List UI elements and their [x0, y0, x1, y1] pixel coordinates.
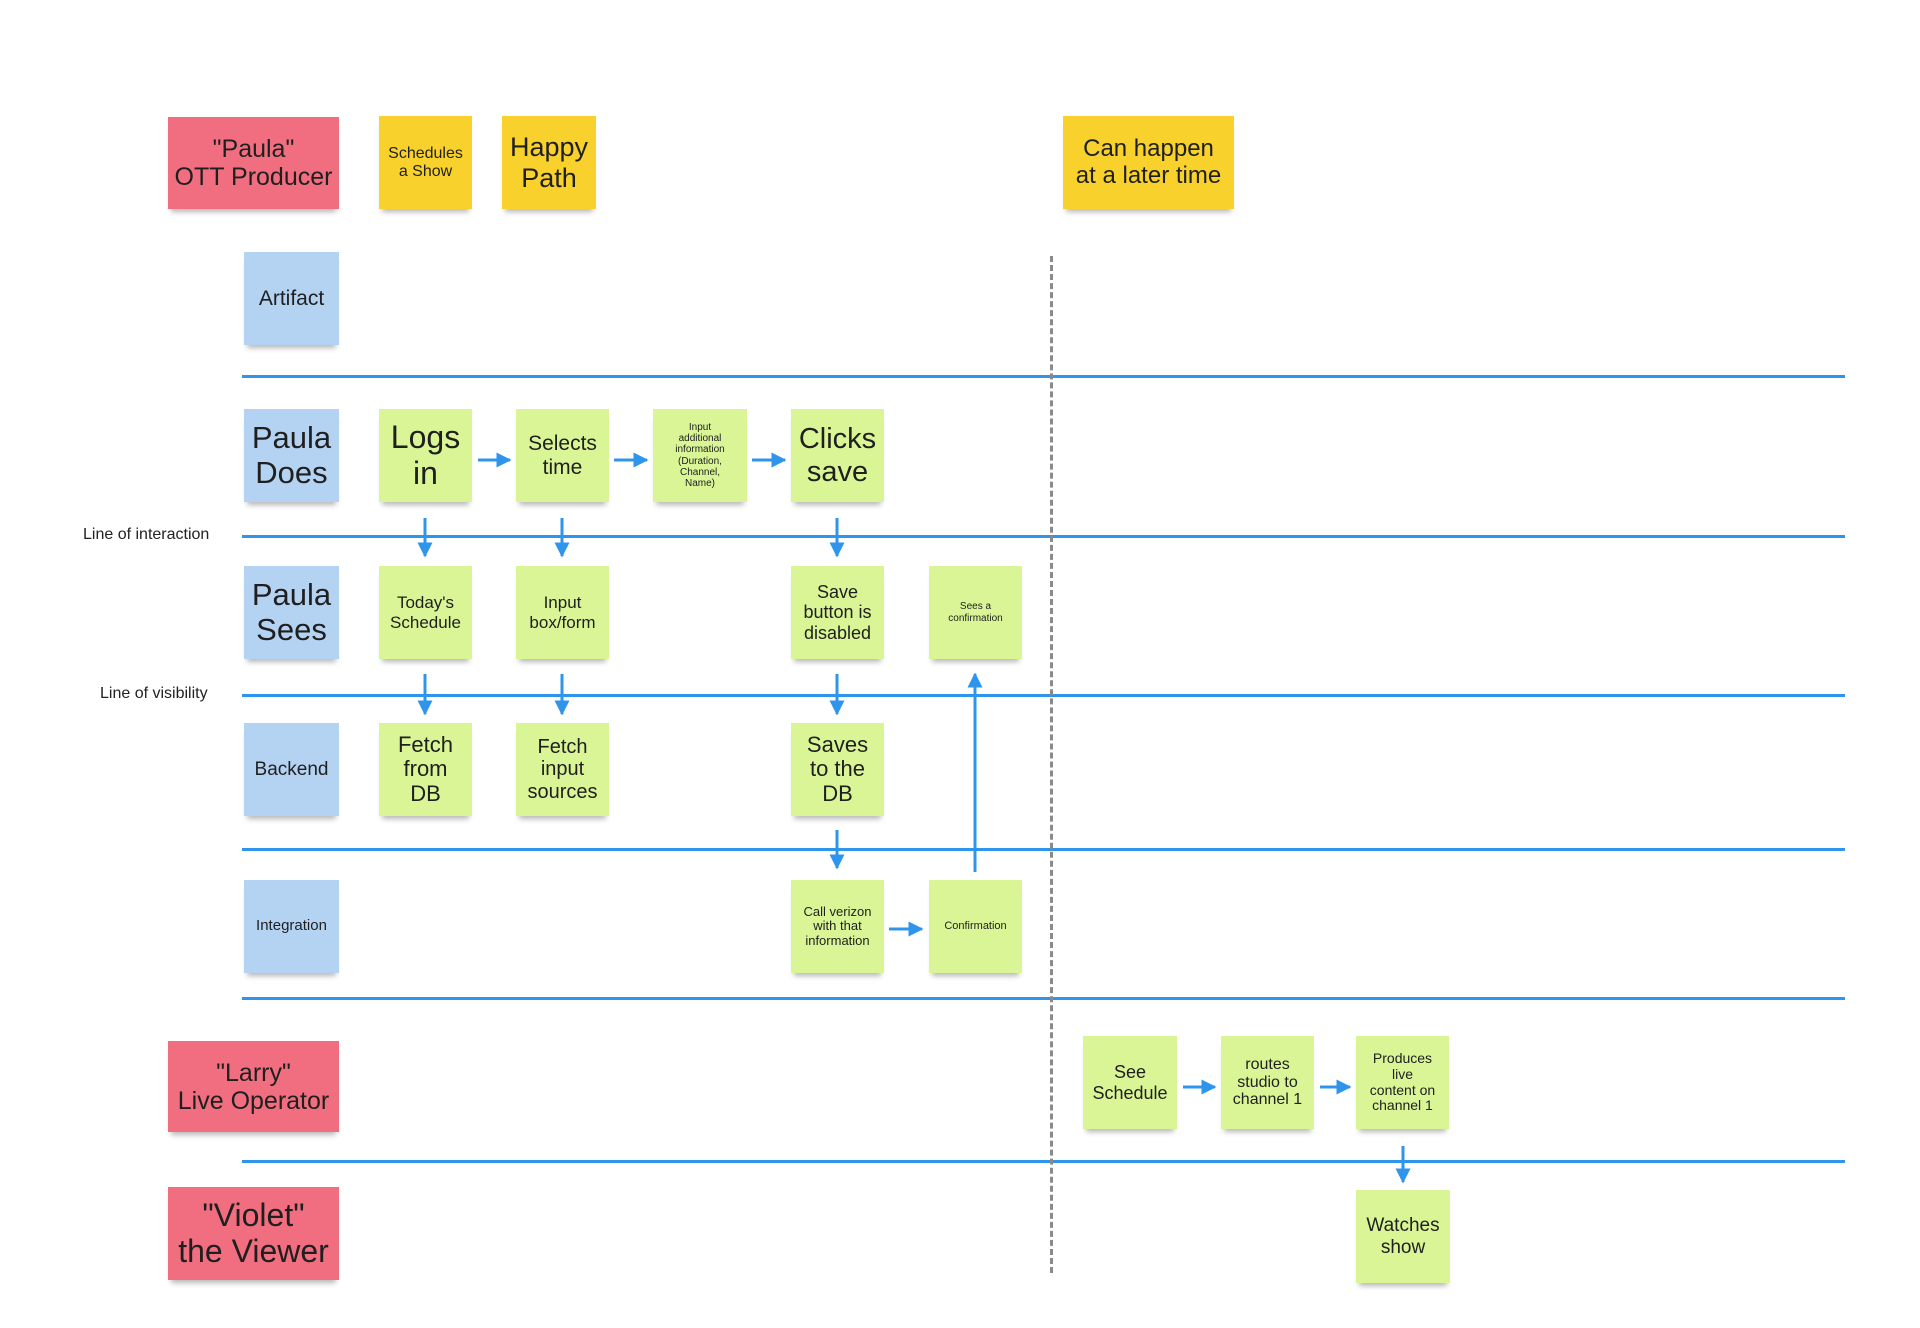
step-input-box: Input box/form: [516, 566, 609, 659]
step-confirmation: Confirmation: [929, 880, 1022, 973]
step-sees-confirmation: Sees a confirmation: [929, 566, 1022, 659]
line-of-visibility-label: Line of visibility: [100, 685, 208, 702]
step-todays-schedule: Today's Schedule: [379, 566, 472, 659]
divider-larry: [242, 1160, 1845, 1163]
line-of-visibility: [242, 694, 1845, 697]
lane-paula-sees: Paula Sees: [244, 566, 339, 659]
note-happy-path: Happy Path: [502, 116, 596, 209]
lane-backend: Backend: [244, 723, 339, 816]
step-call-verizon: Call verizon with that information: [791, 880, 884, 973]
divider-backend: [242, 848, 1845, 851]
step-routes-studio: routes studio to channel 1: [1221, 1036, 1314, 1129]
step-see-schedule: See Schedule: [1083, 1036, 1177, 1129]
persona-larry: "Larry" Live Operator: [168, 1041, 339, 1132]
line-of-interaction: [242, 535, 1845, 538]
lane-integration: Integration: [244, 880, 339, 973]
lane-artifact: Artifact: [244, 252, 339, 345]
step-clicks-save: Clicks save: [791, 409, 884, 502]
step-fetch-db: Fetch from DB: [379, 723, 472, 816]
step-selects-time: Selects time: [516, 409, 609, 502]
step-logs-in: Logs in: [379, 409, 472, 502]
step-input-info: Input additional information (Duration, …: [653, 409, 747, 502]
persona-violet: "Violet" the Viewer: [168, 1187, 339, 1280]
step-produces-live: Produces live content on channel 1: [1356, 1036, 1449, 1129]
lane-paula-does: Paula Does: [244, 409, 339, 502]
divider-artifact: [242, 375, 1845, 378]
step-fetch-sources: Fetch input sources: [516, 723, 609, 816]
time-divider: [1050, 256, 1053, 1273]
step-save-disabled: Save button is disabled: [791, 566, 884, 659]
note-later-time: Can happen at a later time: [1063, 116, 1234, 209]
line-of-interaction-label: Line of interaction: [83, 526, 210, 543]
divider-integration: [242, 997, 1845, 1000]
note-schedules-show: Schedules a Show: [379, 116, 472, 209]
step-saves-db: Saves to the DB: [791, 723, 884, 816]
step-watches-show: Watches show: [1356, 1190, 1450, 1283]
persona-paula: "Paula" OTT Producer: [168, 117, 339, 209]
